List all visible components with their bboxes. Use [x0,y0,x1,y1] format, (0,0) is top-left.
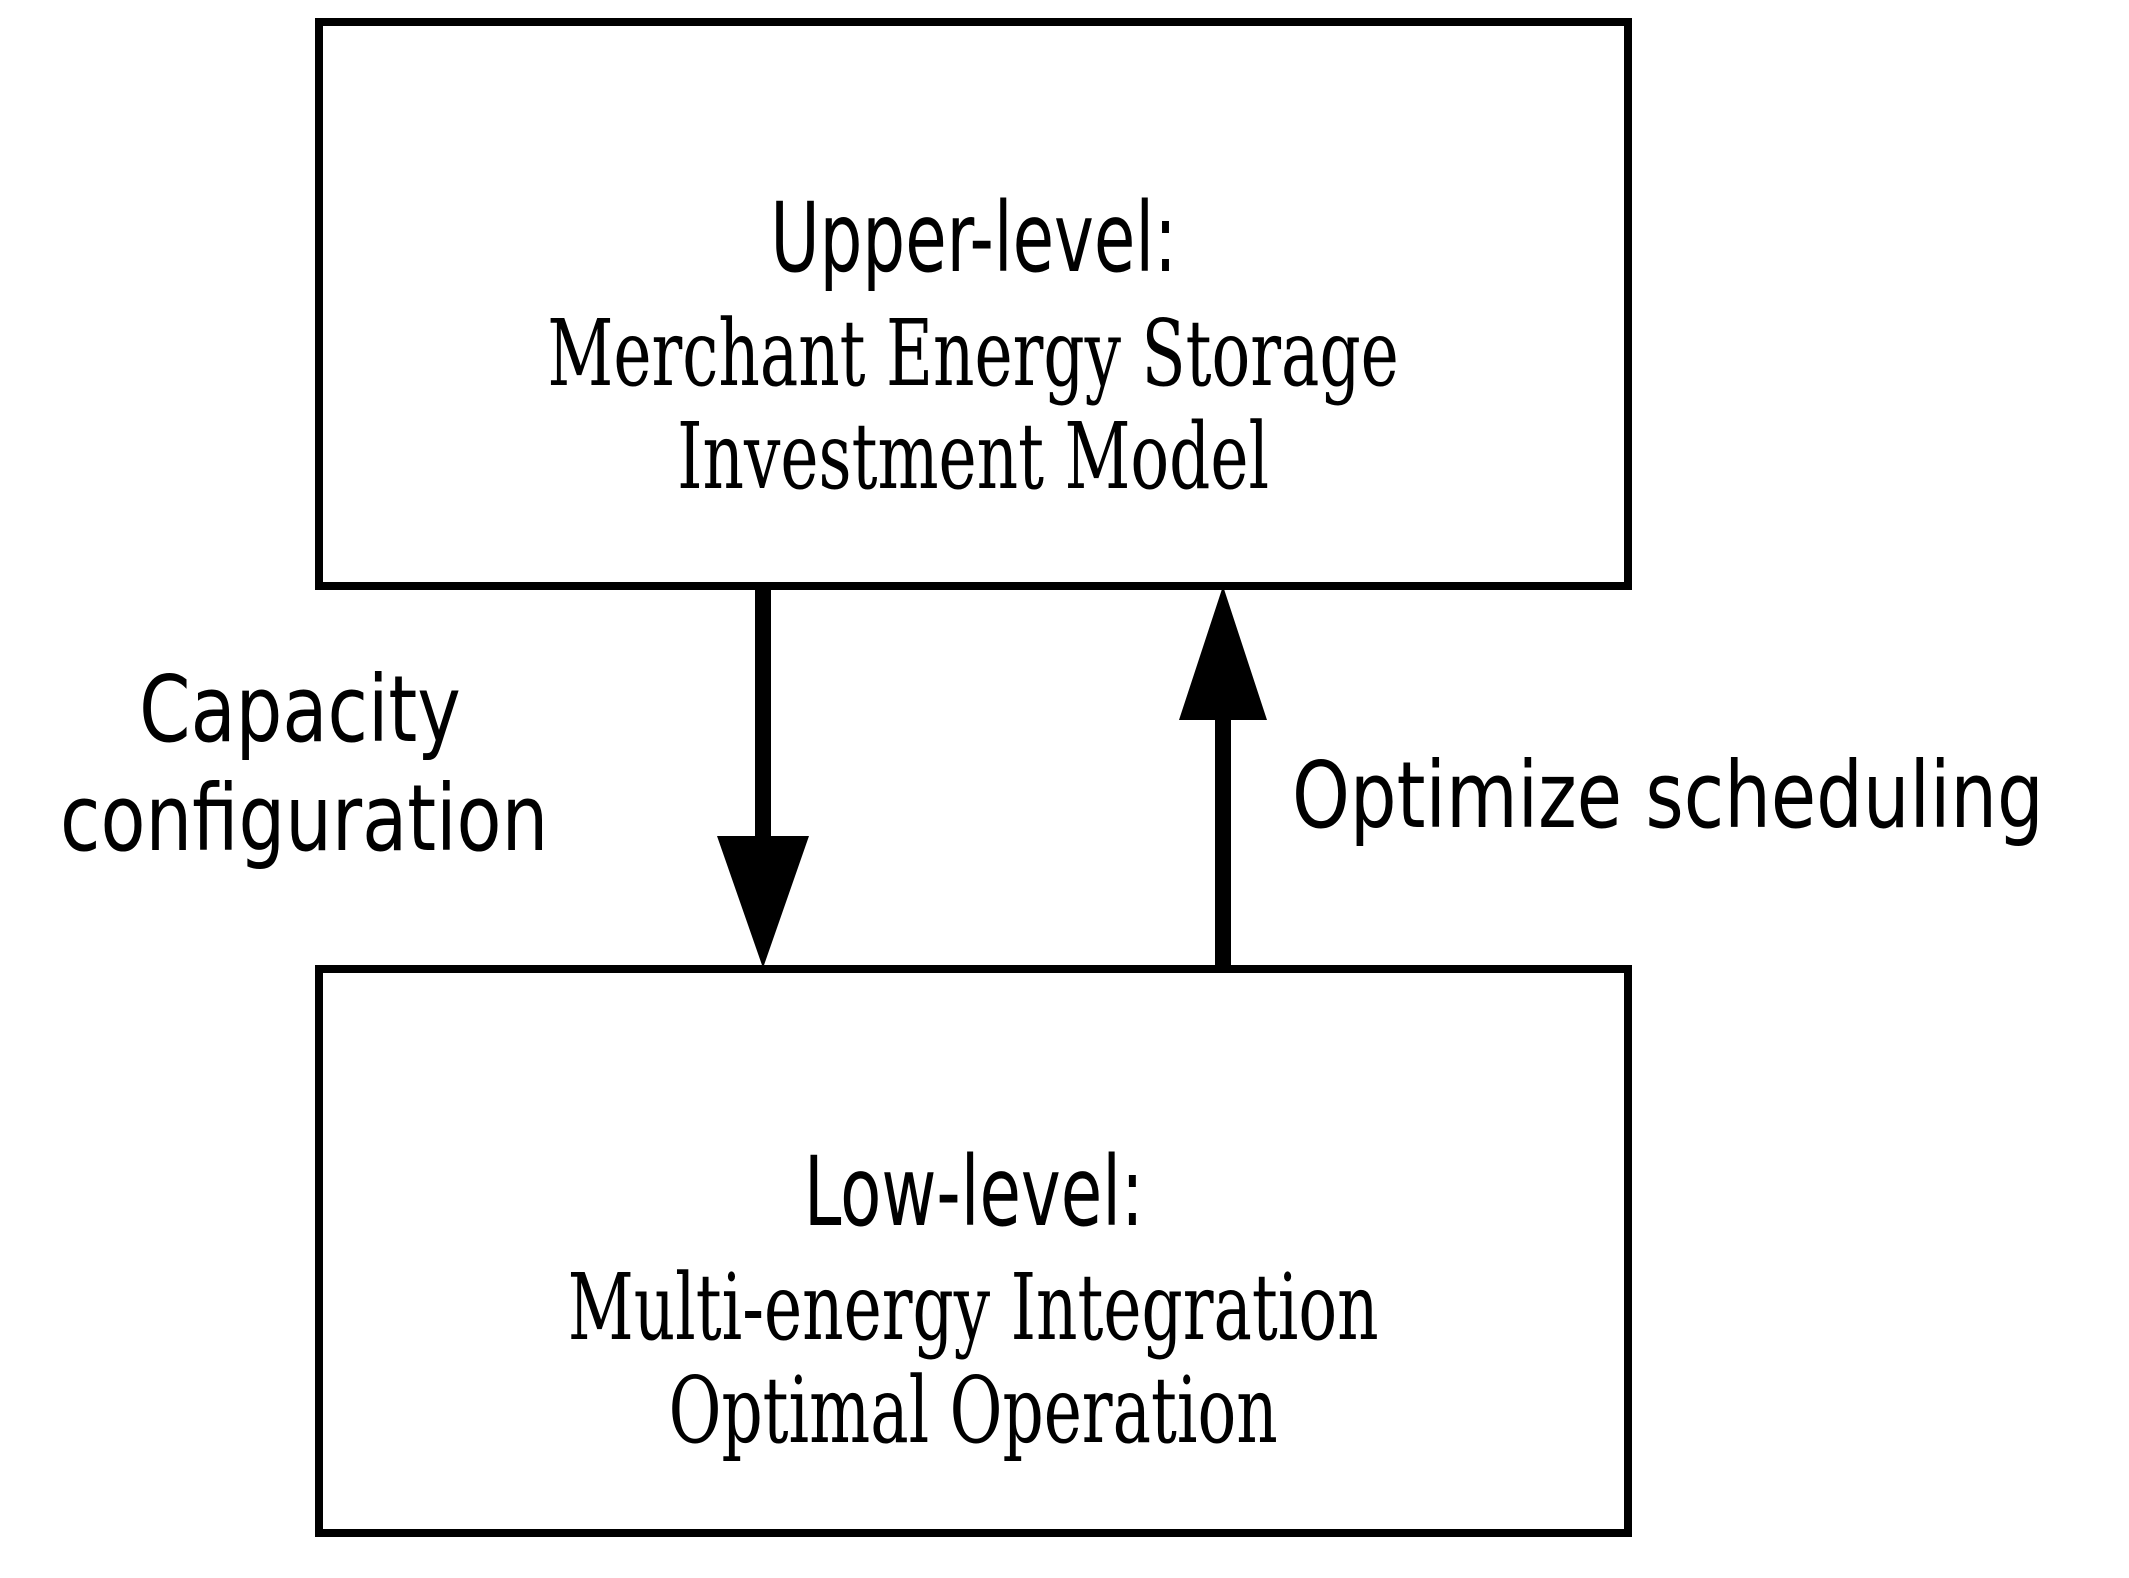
upper-level-body-line-2: Investment Model [677,403,1270,510]
edge-label-capacity-line-1: Capacity [139,656,461,763]
arrow-up-icon [1179,586,1267,968]
upper-level-node: Upper-level: Merchant Energy Storage Inv… [315,18,1632,590]
arrow-down-icon [717,586,809,968]
edge-label-capacity-line-2: configuration [60,764,549,872]
low-level-node: Low-level: Multi-energy Integration Opti… [315,965,1632,1537]
low-level-body-line-1: Multi-energy Integration [568,1253,1379,1361]
low-level-heading: Low-level: [803,1135,1144,1248]
edge-label-capacity-configuration: Capacity configuration [0,656,600,873]
upper-level-body: Merchant Energy Storage Investment Model [548,302,1399,508]
low-level-body-line-2: Optimal Operation [668,1357,1279,1464]
upper-level-heading: Upper-level: [770,181,1177,294]
edge-label-optimize-line-1: Optimize scheduling [1292,742,2044,849]
upper-level-body-line-1: Merchant Energy Storage [547,299,1400,407]
low-level-body: Multi-energy Integration Optimal Operati… [568,1256,1379,1462]
edge-label-optimize-scheduling: Optimize scheduling [1292,742,2129,851]
